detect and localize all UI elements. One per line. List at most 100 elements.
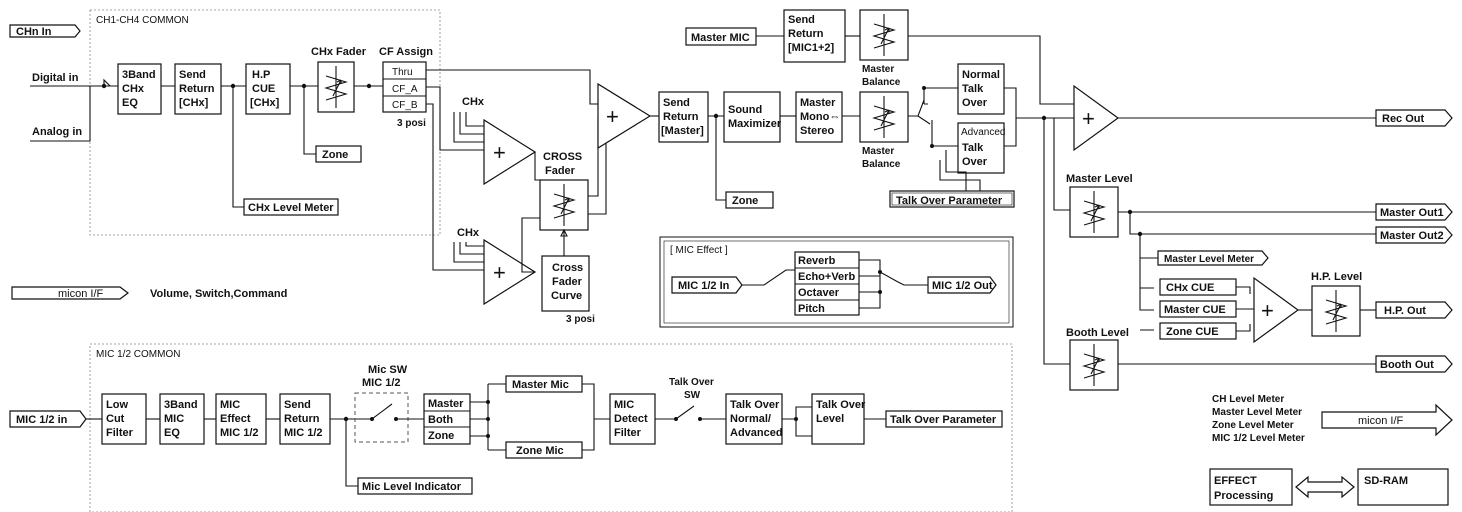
normal-talk-over-block	[957, 63, 1005, 115]
mic-level-indicator-block	[357, 477, 473, 495]
svg-text:Zone Mic: Zone Mic	[516, 445, 564, 457]
mono-stereo-block	[795, 91, 843, 143]
svg-text:Normal: Normal	[962, 69, 1000, 81]
mic-common-frame	[89, 343, 1013, 512]
hp-out-tag	[1375, 301, 1453, 319]
svg-text:SD-RAM: SD-RAM	[1364, 475, 1408, 487]
master-out1-tag	[1375, 203, 1453, 221]
svg-text:Curve: Curve	[551, 290, 582, 302]
svg-text:+: +	[493, 260, 506, 285]
svg-text:MIC 1/2 in: MIC 1/2 in	[16, 414, 68, 426]
svg-text:Return: Return	[284, 413, 320, 425]
svg-text:CF_B: CF_B	[392, 100, 418, 111]
svg-text:CHx: CHx	[122, 83, 145, 95]
svg-text:CHx Level Meter: CHx Level Meter	[248, 202, 334, 214]
svg-text:+: +	[1261, 298, 1274, 323]
mic-effect-title: [ MIC Effect ]	[670, 245, 728, 256]
micon-if-left-arrow	[11, 286, 129, 300]
svg-text:micon I/F: micon I/F	[1358, 415, 1404, 427]
svg-text:H.P: H.P	[252, 69, 270, 81]
talk-over-parameter-block	[889, 190, 1015, 208]
advanced-talk-over-block	[957, 122, 1005, 174]
booth-out-tag	[1375, 355, 1453, 373]
talk-sw-label-2: SW	[684, 390, 701, 401]
mic-eq-block	[159, 393, 205, 445]
svg-text:Zone: Zone	[428, 430, 454, 442]
svg-text:Balance: Balance	[862, 77, 901, 88]
svg-text:Return: Return	[788, 28, 824, 40]
booth-level-label: Booth Level	[1066, 327, 1129, 339]
master-zone-block	[725, 191, 774, 209]
chx-a-summer	[483, 118, 537, 186]
ch-level-meter-block	[243, 198, 339, 216]
low-cut-block	[101, 393, 147, 445]
svg-text:3Band: 3Band	[122, 69, 156, 81]
master-level-label: Master Level	[1066, 173, 1133, 185]
svg-text:EQ: EQ	[164, 427, 180, 439]
mic-effect-block	[215, 393, 267, 445]
svg-text:[CHx]: [CHx]	[179, 97, 209, 109]
svg-text:Balance: Balance	[862, 159, 901, 170]
hp-level-label: H.P. Level	[1311, 271, 1362, 283]
mic-in-tag	[9, 410, 87, 428]
master-out2-tag	[1375, 226, 1453, 244]
svg-text:Thru: Thru	[392, 67, 413, 78]
svg-text:MIC 1/2 In: MIC 1/2 In	[678, 280, 730, 292]
micon-if-right-arrow	[1321, 403, 1453, 437]
cross-fader-icon	[552, 184, 576, 226]
talk-sw-label-1: Talk Over	[669, 377, 714, 388]
svg-text:Filter: Filter	[614, 427, 642, 439]
svg-text:Stereo: Stereo	[800, 125, 835, 137]
cross-fader-label-2: Fader	[545, 165, 576, 177]
balance-icon-2	[872, 96, 896, 138]
svg-text:Booth Out: Booth Out	[1380, 359, 1434, 371]
mic-sw-label-2: MIC 1/2	[362, 377, 401, 389]
svg-text:Master: Master	[800, 97, 836, 109]
svg-text:Send: Send	[179, 69, 206, 81]
svg-text:Talk Over: Talk Over	[816, 399, 866, 411]
svg-text:Master Level Meter: Master Level Meter	[1164, 254, 1254, 265]
hp-level-icon	[1324, 290, 1348, 332]
svg-text:Master: Master	[428, 398, 464, 410]
chx-b-summer	[483, 238, 537, 306]
svg-text:MIC 1/2: MIC 1/2	[284, 427, 323, 439]
master-send-return-block	[658, 91, 709, 143]
meter-legend-3: Zone Level Meter	[1212, 420, 1294, 431]
svg-text:MIC: MIC	[164, 413, 184, 425]
svg-text:Master CUE: Master CUE	[1164, 304, 1226, 316]
digital-in-label: Digital in	[32, 72, 79, 84]
micon-if-left-label: micon I/F	[58, 288, 104, 300]
svg-text:H.P. Out: H.P. Out	[1384, 305, 1426, 317]
svg-text:+: +	[493, 140, 506, 165]
fader-icon	[324, 66, 348, 108]
mic-sw-label-1: Mic SW	[368, 364, 408, 376]
svg-text:Talk: Talk	[962, 142, 984, 154]
svg-text:Pitch: Pitch	[798, 303, 825, 315]
svg-text:+: +	[606, 104, 619, 129]
chx-b-label: CHx	[457, 227, 480, 239]
ch-eq-block	[117, 63, 162, 115]
sound-maximizer-block	[723, 91, 781, 143]
ch-hp-cue-block	[245, 63, 291, 115]
cf-assign-block	[382, 61, 427, 113]
svg-text:Advanced: Advanced	[961, 127, 1005, 138]
effect-processing-block	[1209, 468, 1293, 506]
svg-text:Mic Level Indicator: Mic Level Indicator	[362, 481, 462, 493]
effect-mic-out-tag	[927, 276, 997, 294]
svg-text:CF_A: CF_A	[392, 84, 418, 95]
svg-text:Level: Level	[816, 413, 844, 425]
master-level-icon	[1082, 191, 1106, 233]
meter-legend-2: Master Level Meter	[1212, 407, 1302, 418]
master-level-meter-tag	[1157, 250, 1269, 266]
svg-text:Send: Send	[284, 399, 311, 411]
svg-text:[Master]: [Master]	[661, 125, 704, 137]
svg-text:Send: Send	[788, 14, 815, 26]
svg-text:MIC 1/2 Out: MIC 1/2 Out	[932, 280, 993, 292]
svg-text:CUE: CUE	[252, 83, 275, 95]
cf-assign-label: CF Assign	[379, 46, 433, 58]
mic-effect-frame	[659, 236, 1014, 328]
effect-mic-in-tag	[671, 276, 743, 294]
chx-a-label: CHx	[462, 96, 485, 108]
chn-in-tag	[9, 24, 81, 38]
